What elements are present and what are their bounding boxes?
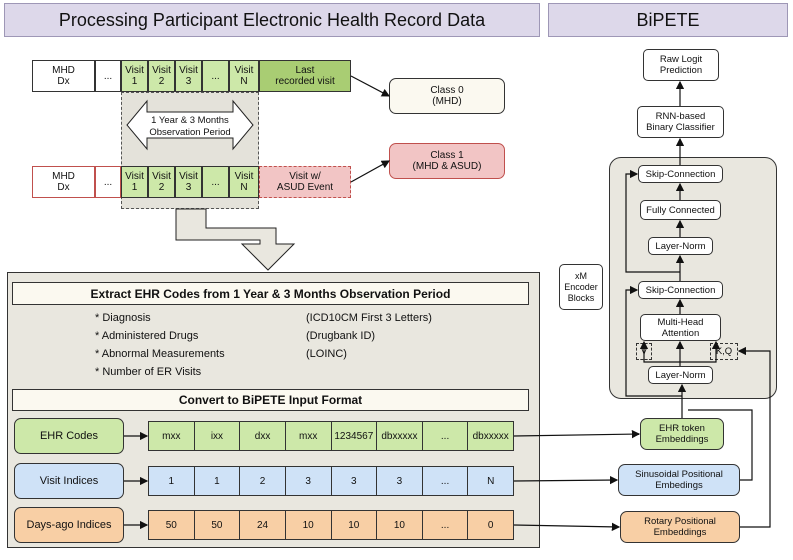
row1-visit-n: Visit N [229,60,259,92]
extract-item-drugs: * Administered Drugs [95,330,199,342]
observation-period-label: 1 Year & 3 Months Observation Period [149,115,231,138]
ehr-code-3: dxx [240,422,286,450]
extract-item-er-visits: * Number of ER Visits [95,366,202,378]
visit-index-8: N [487,475,495,487]
days-ago-6: 10 [377,511,423,539]
row1-last-visit: Last recorded visit [259,60,351,92]
layer-norm-top: Layer-Norm [648,237,713,255]
visit-index-7: ... [423,467,469,495]
right-title: BiPETE [548,3,788,37]
ehr-code-8: dbxxxxx [472,430,509,442]
days-ago-sequence: 50 50 24 10 10 10 ... 0 [148,510,514,540]
row2-visit-n: Visit N [229,166,259,198]
row1-visit-2: Visit 2 [148,60,175,92]
skip-connection-top: Skip-Connection [638,165,723,183]
days-ago-4: 10 [286,511,332,539]
row2-asud-visit: Visit w/ ASUD Event [259,166,351,198]
days-ago-label: Days-ago Indices [14,507,124,543]
encoder-blocks-label: xM Encoder Blocks [559,264,603,310]
rotary-positional-embeddings: Rotary Positional Embeddings [620,511,740,543]
ehr-codes-sequence: mxx ixx dxx mxx 1234567 dbxxxxx ... dbxx… [148,421,514,451]
ehr-codes-label: EHR Codes [14,418,124,454]
extract-item-measurements: * Abnormal Measurements [95,348,225,360]
visit-index-5: 3 [332,467,378,495]
rnn-binary-classifier: RNN-based Binary Classifier [637,106,724,138]
left-title: Processing Participant Electronic Health… [4,3,540,37]
ehr-token-embeddings: EHR token Embeddings [640,418,724,450]
row2-mhd-dx: MHD Dx [32,166,95,198]
days-ago-1: 50 [149,511,195,539]
extract-source-drugbank: (Drugbank ID) [306,330,376,342]
kq-input-label: K,Q [710,343,738,360]
class0-box: Class 0 (MHD) [389,78,505,114]
convert-header: Convert to BiPETE Input Format [12,389,529,411]
layer-norm-bottom: Layer-Norm [648,366,713,384]
raw-logit-prediction: Raw Logit Prediction [643,49,719,81]
multi-head-attention: Multi-Head Attention [640,314,721,341]
days-ago-5: 10 [332,511,378,539]
ehr-code-4: mxx [286,422,332,450]
row1-mhd-dx: MHD Dx [32,60,95,92]
visit-indices-label: Visit Indices [14,463,124,499]
visit-index-4: 3 [286,467,332,495]
row2-visit-1: Visit 1 [121,166,148,198]
visit-index-6: 3 [377,467,423,495]
row1-visit-3: Visit 3 [175,60,202,92]
extract-item-diagnosis: * Diagnosis [95,312,151,324]
row1-visit-ellipsis: ... [202,60,229,92]
days-ago-2: 50 [195,511,241,539]
days-ago-8: 0 [487,519,494,531]
row2-ellipsis: ... [95,166,121,198]
visit-indices-sequence: 1 1 2 3 3 3 ... N [148,466,514,496]
ehr-code-1: mxx [149,422,195,450]
ehr-code-2: ixx [195,422,241,450]
visit-index-3: 2 [240,467,286,495]
row1-ellipsis: ... [95,60,121,92]
ehr-code-5: 1234567 [332,422,378,450]
visit-index-2: 1 [195,467,241,495]
class1-box: Class 1 (MHD & ASUD) [389,143,505,179]
ehr-code-7: ... [423,422,469,450]
row1-visit-1: Visit 1 [121,60,148,92]
sinusoidal-positional-embeddings: Sinusoidal Positional Embedings [618,464,740,496]
v-input-label: V [636,343,652,360]
ehr-code-6: dbxxxxx [377,422,423,450]
row2-visit-3: Visit 3 [175,166,202,198]
row2-visit-2: Visit 2 [148,166,175,198]
days-ago-3: 24 [240,511,286,539]
encoder-block-container [609,157,777,399]
fully-connected: Fully Connected [640,200,721,220]
extract-header: Extract EHR Codes from 1 Year & 3 Months… [12,282,529,305]
skip-connection-bottom: Skip-Connection [638,281,723,299]
visit-index-1: 1 [149,467,195,495]
days-ago-7: ... [423,511,469,539]
row2-visit-ellipsis: ... [202,166,229,198]
extract-source-loinc: (LOINC) [306,348,347,360]
extract-source-icd: (ICD10CM First 3 Letters) [306,312,432,324]
